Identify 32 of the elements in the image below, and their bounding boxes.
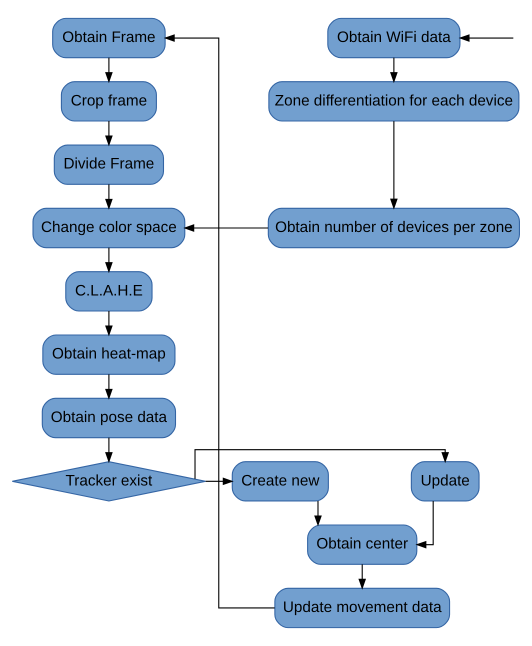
node-diamond: Tracker exist	[12, 461, 206, 502]
node-box: Obtain center	[307, 524, 418, 565]
node-box: Obtain Frame	[52, 18, 166, 58]
arrow	[194, 449, 450, 479]
node-box: Divide Frame	[54, 144, 164, 185]
arrow	[105, 121, 113, 146]
arrow	[358, 564, 366, 590]
node-box: C.L.A.H.E	[65, 271, 153, 312]
node-box: Obtain WiFi data	[327, 18, 460, 58]
node-box: Create new	[232, 461, 329, 502]
arrow	[415, 501, 434, 548]
arrow	[458, 34, 514, 42]
arrow	[183, 224, 268, 232]
arrow	[390, 121, 398, 210]
arrow	[314, 501, 322, 526]
arrow	[105, 438, 113, 464]
node-box: Update movement data	[274, 588, 450, 628]
arrow	[105, 311, 113, 336]
arrow	[105, 58, 113, 84]
arrow	[105, 184, 113, 210]
node-box: Obtain pose data	[42, 398, 176, 438]
node-box: Crop frame	[60, 81, 157, 122]
node-box: Zone differentiation for each device	[268, 81, 520, 122]
arrow	[206, 478, 234, 486]
node-box: Obtain number of devices per zone	[268, 208, 520, 248]
node-box: Change color space	[32, 208, 186, 248]
node-box: Obtain heat-map	[42, 334, 176, 375]
arrow	[105, 374, 113, 400]
arrow	[390, 58, 398, 84]
arrow	[105, 248, 113, 274]
arrow	[164, 34, 275, 609]
node-box: Update	[410, 461, 480, 502]
